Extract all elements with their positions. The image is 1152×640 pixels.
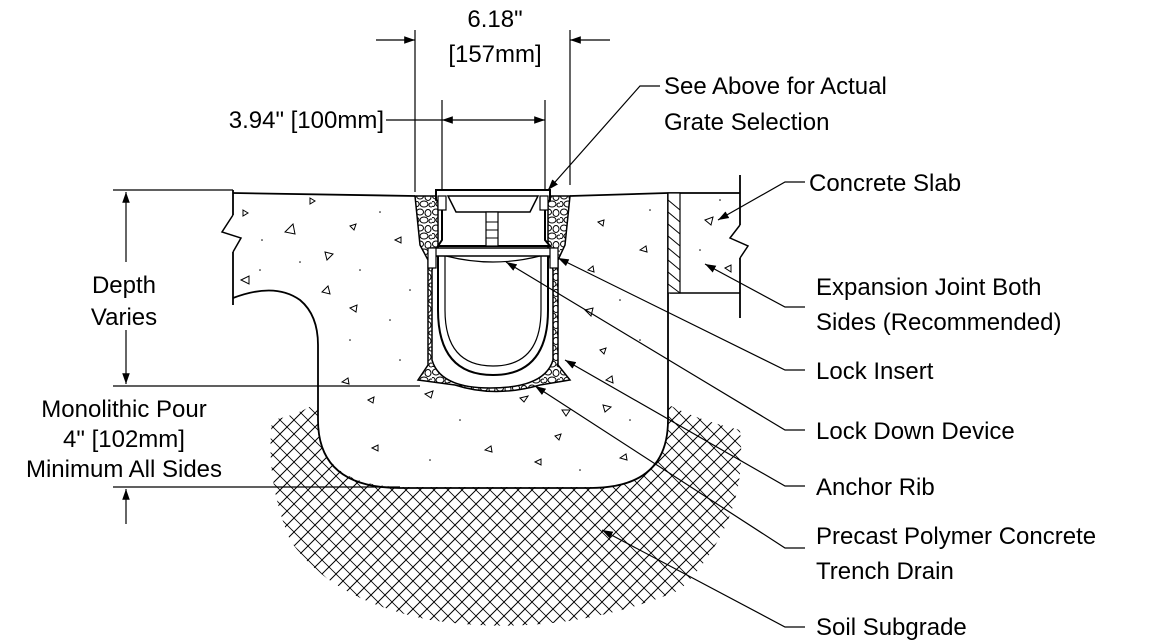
grate-callout-line1: See Above for Actual: [664, 73, 887, 100]
concrete-encasement: [233, 193, 668, 487]
lock-down-device: [431, 247, 555, 257]
lock-down-label: Lock Down Device: [816, 418, 1015, 445]
trench-drain-label-line1: Precast Polymer Concrete: [816, 523, 1096, 550]
soil-subgrade-label: Soil Subgrade: [816, 614, 967, 640]
concrete-slab-label: Concrete Slab: [809, 170, 961, 197]
lock-insert-left: [427, 247, 437, 269]
expansion-joint-label-line2: Sides (Recommended): [816, 309, 1061, 336]
grate-callout-line2: Grate Selection: [664, 109, 829, 136]
concrete-aggregate: [239, 197, 732, 466]
depth-label-line2: Varies: [91, 304, 157, 331]
lock-insert-label: Lock Insert: [816, 358, 934, 385]
pour-label-line2: 4" [102mm]: [63, 426, 185, 453]
trench-drain-label-line2: Trench Drain: [816, 558, 954, 585]
expansion-joint-label-line1: Expansion Joint Both: [816, 274, 1041, 301]
depth-label-line1: Depth: [92, 272, 156, 299]
pour-label-line3: Minimum All Sides: [26, 456, 222, 483]
outer-width-in-label: 6.18": [467, 6, 522, 33]
trench-drain-channel: [437, 249, 549, 377]
outer-width-mm-label: [157mm]: [448, 41, 541, 68]
lock-insert-right: [549, 247, 559, 269]
gravel-backfill: [414, 195, 572, 393]
inner-width-label: 3.94" [100mm]: [229, 107, 384, 134]
pour-label-line1: Monolithic Pour: [41, 396, 206, 423]
grate: [446, 195, 540, 213]
anchor-rib-label: Anchor Rib: [816, 474, 935, 501]
